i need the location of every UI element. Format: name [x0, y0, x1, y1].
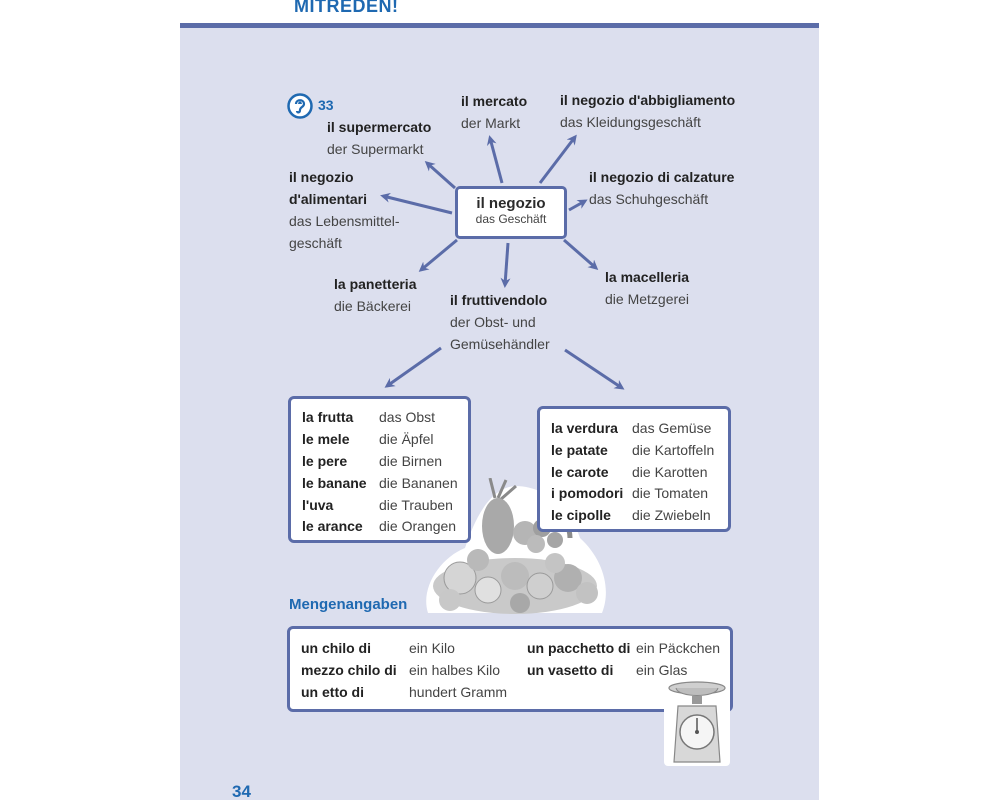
arrow-mercato	[486, 135, 504, 184]
shop-panetteria: la panetteria die Bäckerei	[334, 273, 416, 317]
vocab-de: die Orangen	[379, 518, 457, 534]
center-de: das Geschäft	[475, 212, 547, 226]
vocab-de: die Trauben	[379, 497, 453, 513]
vocab-de: das Gemüse	[632, 420, 712, 436]
vocab-de: die Kartoffeln	[632, 442, 715, 458]
arrow-macelleria	[563, 238, 599, 270]
shop-it: la macelleria	[605, 269, 690, 285]
shop-calzature: il negozio di calzature das Schuhgeschäf…	[589, 166, 734, 210]
arrow-veg-box	[564, 348, 625, 390]
arrow-panetteria	[418, 238, 458, 272]
page-number: 34	[232, 782, 251, 801]
shop-fruttivendolo: il fruttivendolo der Obst- und Gemüsehän…	[450, 289, 550, 355]
vocab-it: i pomodori	[551, 485, 624, 501]
quantities-title: Mengenangaben	[289, 596, 408, 613]
vocab-it: l'uva	[302, 497, 334, 513]
audio-track-number: 33	[318, 97, 334, 113]
shop-mercato: il mercato der Markt	[461, 90, 527, 134]
vocab-it: le cipolle	[551, 507, 611, 523]
arrow-alimentari	[380, 192, 453, 215]
shop-it: d'alimentari	[289, 191, 368, 207]
shop-de: geschäft	[289, 235, 342, 251]
ear-icon[interactable]	[287, 93, 313, 119]
vocab-de: ein Päckchen	[636, 640, 721, 656]
page-header: MITREDEN!	[294, 0, 399, 16]
shop-supermercato: il supermercato der Supermarkt	[327, 116, 431, 160]
center-it: il negozio	[476, 195, 546, 212]
vocab-de: die Äpfel	[379, 431, 434, 447]
vocab-it: la frutta	[302, 409, 354, 425]
shop-it: il negozio di calzature	[589, 169, 735, 185]
shop-de: die Metzgerei	[605, 291, 690, 307]
arrow-fruit-box	[384, 346, 442, 388]
vocab-it: le pere	[302, 453, 348, 469]
arrow-fruttivendolo	[500, 242, 511, 288]
vocab-it: le mele	[302, 431, 350, 447]
vocab-it: le banane	[302, 475, 367, 491]
shop-macelleria: la macelleria die Metzgerei	[605, 266, 689, 310]
vocab-de: das Obst	[379, 409, 436, 425]
vocab-it: le carote	[551, 464, 609, 480]
vocab-it: un etto di	[301, 684, 364, 700]
arrow-calzature	[568, 199, 588, 212]
vocab-it: la verdura	[551, 420, 618, 436]
vocab-de: die Zwiebeln	[632, 507, 711, 523]
vocab-de: die Karotten	[632, 464, 708, 480]
shop-alimentari: il negozio d'alimentari das Lebensmittel…	[289, 166, 400, 254]
vegetable-vocab-box: la verdura das Gemüse le patate die Kartof…	[537, 406, 731, 532]
vocab-it: le patate	[551, 442, 608, 458]
shop-it: il mercato	[461, 93, 528, 109]
shop-de: das Lebensmittel-	[289, 213, 400, 229]
vocab-de: die Birnen	[379, 453, 443, 469]
vocab-de: hundert Gramm	[409, 684, 508, 700]
shop-it: la panetteria	[334, 276, 417, 292]
shop-it: il supermercato	[327, 119, 432, 135]
vocab-it: un vasetto di	[527, 662, 614, 678]
shop-it: il negozio d'abbigliamento	[560, 92, 736, 108]
kitchen-scale-illustration	[664, 676, 730, 766]
shop-de: die Bäckerei	[334, 298, 412, 314]
header-rule	[180, 23, 819, 28]
vocab-it: le arance	[302, 518, 363, 534]
arrow-abbigliamento	[538, 134, 577, 184]
shop-abbigliamento: il negozio d'abbigliamento das Kleidungs…	[560, 89, 735, 133]
arrow-supermercato	[424, 161, 456, 190]
vocab-it: un chilo di	[301, 640, 371, 656]
quantities-vocab-box: un chilo di ein Kilo mezzo chilo di ein ha…	[287, 626, 733, 712]
shop-it: il fruttivendolo	[450, 292, 548, 308]
vocab-de: ein halbes Kilo	[409, 662, 501, 678]
shop-de: der Supermarkt	[327, 141, 424, 157]
shop-de: das Schuhgeschäft	[589, 191, 709, 207]
shop-de: der Obst- und	[450, 314, 536, 330]
vocab-de: die Bananen	[379, 475, 458, 491]
vocab-de: ein Kilo	[409, 640, 455, 656]
shop-de: der Markt	[461, 115, 521, 131]
vocab-de: ein Glas	[636, 662, 688, 678]
shop-it: il negozio	[289, 169, 354, 185]
fruit-vocab-box: la frutta das Obst le mele die Äpfel le pe…	[288, 396, 471, 543]
shop-de: das Kleidungsgeschäft	[560, 114, 701, 130]
vocab-it: mezzo chilo di	[301, 662, 397, 678]
shop-de: Gemüsehändler	[450, 336, 550, 352]
vocab-it: un pacchetto di	[527, 640, 631, 656]
center-node: il negozio das Geschäft	[455, 186, 567, 239]
vocab-de: die Tomaten	[632, 485, 709, 501]
